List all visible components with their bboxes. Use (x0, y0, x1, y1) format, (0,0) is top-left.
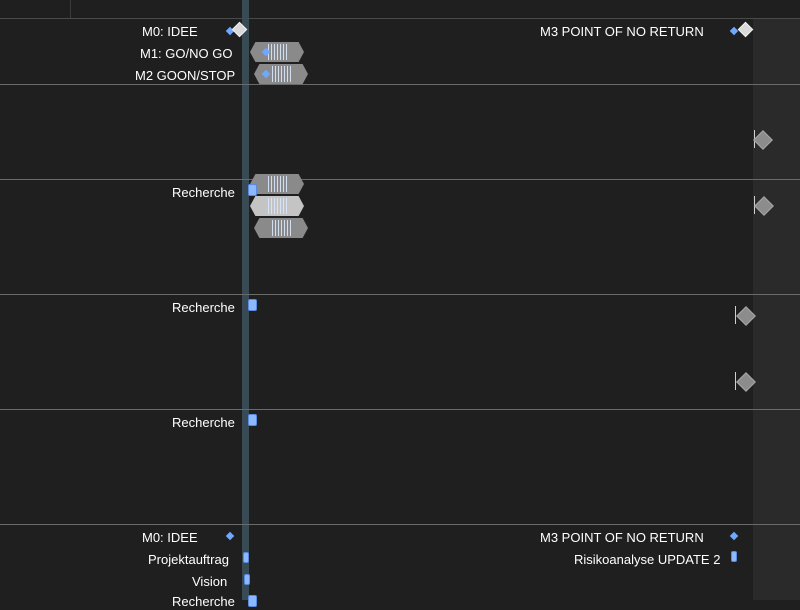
milestone-m1-shape[interactable] (250, 42, 304, 62)
milestone-marker-small[interactable] (225, 531, 235, 541)
task-label-projektauftrag: Projektauftrag (148, 552, 229, 567)
milestone-label-m0: M0: IDEE (142, 530, 198, 545)
task-label-recherche: Recherche (172, 300, 235, 315)
task-bar[interactable] (248, 595, 257, 607)
milestone-label-m0: M0: IDEE (142, 24, 198, 39)
task-label-recherche: Recherche (172, 594, 235, 609)
milestone-label-m3: M3 POINT OF NO RETURN (540, 24, 704, 39)
marker-tick (735, 306, 736, 324)
milestone-label-m3: M3 POINT OF NO RETURN (540, 530, 704, 545)
task-label-vision: Vision (192, 574, 228, 589)
milestone-label-m2: M2 GOON/STOP (135, 68, 236, 83)
section-divider (0, 409, 800, 410)
timeline-header (0, 0, 800, 19)
header-divider (70, 0, 71, 18)
task-bar[interactable] (248, 184, 257, 196)
task-bar[interactable] (244, 574, 250, 585)
task-bar[interactable] (248, 414, 257, 426)
task-bar[interactable] (243, 552, 249, 563)
marker-tick (735, 372, 736, 390)
section-divider (0, 84, 800, 85)
phase-shape-selected[interactable] (250, 196, 304, 216)
phase-shape[interactable] (254, 218, 308, 238)
task-bar[interactable] (731, 551, 737, 562)
task-label-recherche: Recherche (172, 185, 235, 200)
milestone-m3-diamond[interactable] (737, 21, 754, 38)
section-divider (0, 294, 800, 295)
task-label-risikoanalyse: Risikoanalyse UPDATE 2 (574, 552, 721, 567)
milestone-marker-small[interactable] (729, 531, 739, 541)
task-label-recherche: Recherche (172, 415, 235, 430)
today-marker (242, 0, 249, 600)
section-divider (0, 524, 800, 525)
phase-shape[interactable] (250, 174, 304, 194)
section-divider (0, 179, 800, 180)
milestone-label-m1: M1: GO/NO GO (140, 46, 233, 61)
task-bar[interactable] (248, 299, 257, 311)
milestone-marker-small[interactable] (729, 26, 739, 36)
milestone-m2-shape[interactable] (254, 64, 308, 84)
right-shaded-region (753, 19, 800, 600)
